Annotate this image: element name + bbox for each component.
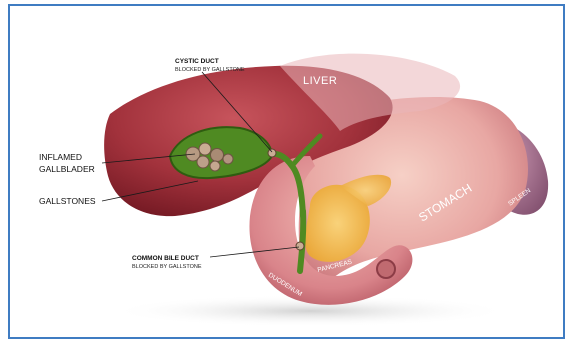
- gallstones-label: GALLSTONES: [39, 196, 96, 206]
- inflamed-label-line2: GALLBLADER: [39, 164, 95, 174]
- diagram-frame: CYSTIC DUCT BLOCKED BY GALLSTONE LIVER I…: [8, 4, 565, 339]
- common-bile-duct-sub: BLOCKED BY GALLSTONE: [132, 264, 202, 270]
- cystic-duct-title: CYSTIC DUCT: [175, 58, 219, 65]
- common-bile-duct: [300, 211, 303, 271]
- anatomy-illustration: CYSTIC DUCT BLOCKED BY GALLSTONE LIVER I…: [10, 6, 565, 339]
- liver-label: LIVER: [303, 75, 337, 87]
- pylorus: [377, 260, 395, 278]
- cystic-duct-sub: BLOCKED BY GALLSTONE: [175, 67, 245, 73]
- bile-duct-stone: [296, 242, 304, 250]
- common-bile-duct-title: COMMON BILE DUCT: [132, 255, 199, 262]
- cystic-duct-stone: [268, 149, 276, 157]
- inflamed-label-line1: INFLAMED: [39, 152, 82, 162]
